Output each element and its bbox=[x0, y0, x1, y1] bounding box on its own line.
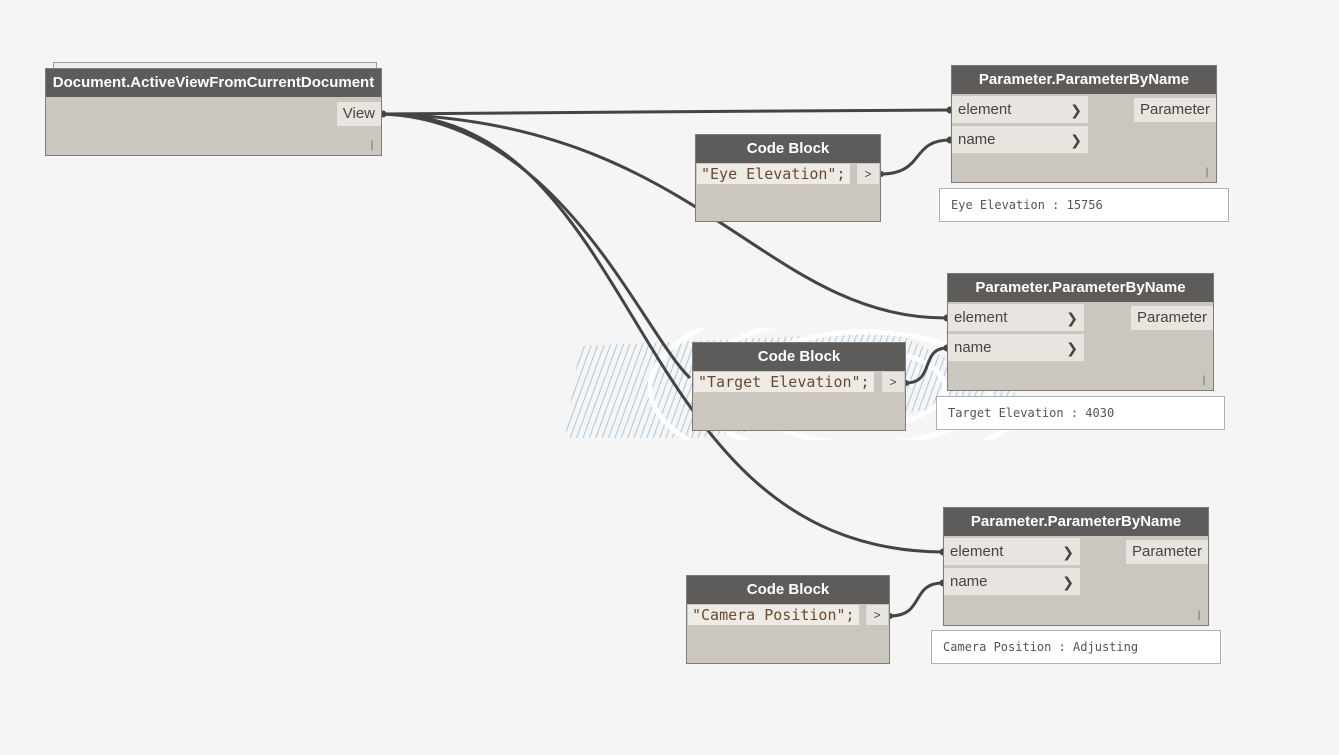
output-port-parameter[interactable]: Parameter bbox=[1125, 540, 1208, 564]
greater-than-icon[interactable]: > bbox=[856, 164, 879, 184]
output-port-parameter[interactable]: Parameter bbox=[1133, 98, 1216, 122]
input-port-element[interactable]: element ❯ bbox=[952, 96, 1088, 124]
node-title[interactable]: Parameter.ParameterByName bbox=[944, 508, 1208, 536]
node-title[interactable]: Code Block bbox=[696, 135, 880, 163]
node-title[interactable]: Parameter.ParameterByName bbox=[952, 66, 1216, 94]
chevron-right-icon: ❯ bbox=[1070, 132, 1082, 148]
code-row: "Camera Position"; > bbox=[688, 605, 888, 625]
wire-camera-code-to-name bbox=[889, 581, 944, 618]
input-port-name[interactable]: name ❯ bbox=[948, 334, 1084, 362]
port-label: element bbox=[958, 101, 1012, 118]
node-title[interactable]: Parameter.ParameterByName bbox=[948, 274, 1213, 302]
input-port-element[interactable]: element ❯ bbox=[944, 538, 1080, 566]
code-row: "Target Elevation"; > bbox=[694, 372, 904, 392]
node-code-block-target[interactable]: Code Block "Target Elevation"; > bbox=[692, 342, 906, 431]
chevron-right-icon: ❯ bbox=[1066, 340, 1078, 356]
node-code-block-eye[interactable]: Code Block "Eye Elevation"; > bbox=[695, 134, 881, 222]
node-code-block-camera[interactable]: Code Block "Camera Position"; > bbox=[686, 575, 890, 664]
input-port-element[interactable]: element ❯ bbox=[948, 304, 1084, 332]
node-active-view[interactable]: Document.ActiveViewFromCurrentDocument V… bbox=[45, 68, 382, 156]
code-row: "Eye Elevation"; > bbox=[697, 164, 879, 184]
greater-than-icon[interactable]: > bbox=[881, 372, 904, 392]
output-port-parameter[interactable]: Parameter bbox=[1130, 306, 1213, 330]
wire-view-to-eye-element bbox=[381, 108, 951, 116]
input-port-name[interactable]: name ❯ bbox=[944, 568, 1080, 596]
output-port-view[interactable]: View bbox=[336, 102, 381, 126]
lacing-indicator[interactable]: | bbox=[1203, 167, 1210, 178]
greater-than-icon[interactable]: > bbox=[865, 605, 888, 625]
code-editor[interactable]: "Eye Elevation"; bbox=[697, 164, 850, 184]
node-parameter-by-name-target[interactable]: Parameter.ParameterByName element ❯ name… bbox=[947, 273, 1214, 391]
watch-preview-bubble: Camera Position : Adjusting bbox=[931, 630, 1221, 664]
node-title[interactable]: Code Block bbox=[687, 576, 889, 604]
port-label: name bbox=[958, 131, 996, 148]
chevron-right-icon: ❯ bbox=[1066, 310, 1078, 326]
chevron-right-icon: ❯ bbox=[1062, 544, 1074, 560]
port-label: element bbox=[950, 543, 1004, 560]
watch-preview-bubble: Eye Elevation : 15756 bbox=[939, 188, 1229, 222]
node-stack-shadow bbox=[53, 62, 377, 73]
input-port-name[interactable]: name ❯ bbox=[952, 126, 1088, 154]
watch-preview-bubble: Target Elevation : 4030 bbox=[936, 396, 1225, 430]
port-label: name bbox=[954, 339, 992, 356]
chevron-right-icon: ❯ bbox=[1062, 574, 1074, 590]
lacing-indicator[interactable]: | bbox=[1195, 610, 1202, 621]
node-title[interactable]: Document.ActiveViewFromCurrentDocument bbox=[46, 69, 381, 97]
node-parameter-by-name-eye[interactable]: Parameter.ParameterByName element ❯ name… bbox=[951, 65, 1217, 183]
port-label: element bbox=[954, 309, 1008, 326]
chevron-right-icon: ❯ bbox=[1070, 102, 1082, 118]
code-editor[interactable]: "Target Elevation"; bbox=[694, 372, 874, 392]
node-parameter-by-name-camera[interactable]: Parameter.ParameterByName element ❯ name… bbox=[943, 507, 1209, 626]
lacing-indicator[interactable]: | bbox=[1200, 375, 1207, 386]
lacing-indicator[interactable]: | bbox=[368, 140, 375, 151]
wire-eye-code-to-name bbox=[880, 138, 951, 176]
port-label: name bbox=[950, 573, 988, 590]
node-title[interactable]: Code Block bbox=[693, 343, 905, 371]
code-editor[interactable]: "Camera Position"; bbox=[688, 605, 859, 625]
